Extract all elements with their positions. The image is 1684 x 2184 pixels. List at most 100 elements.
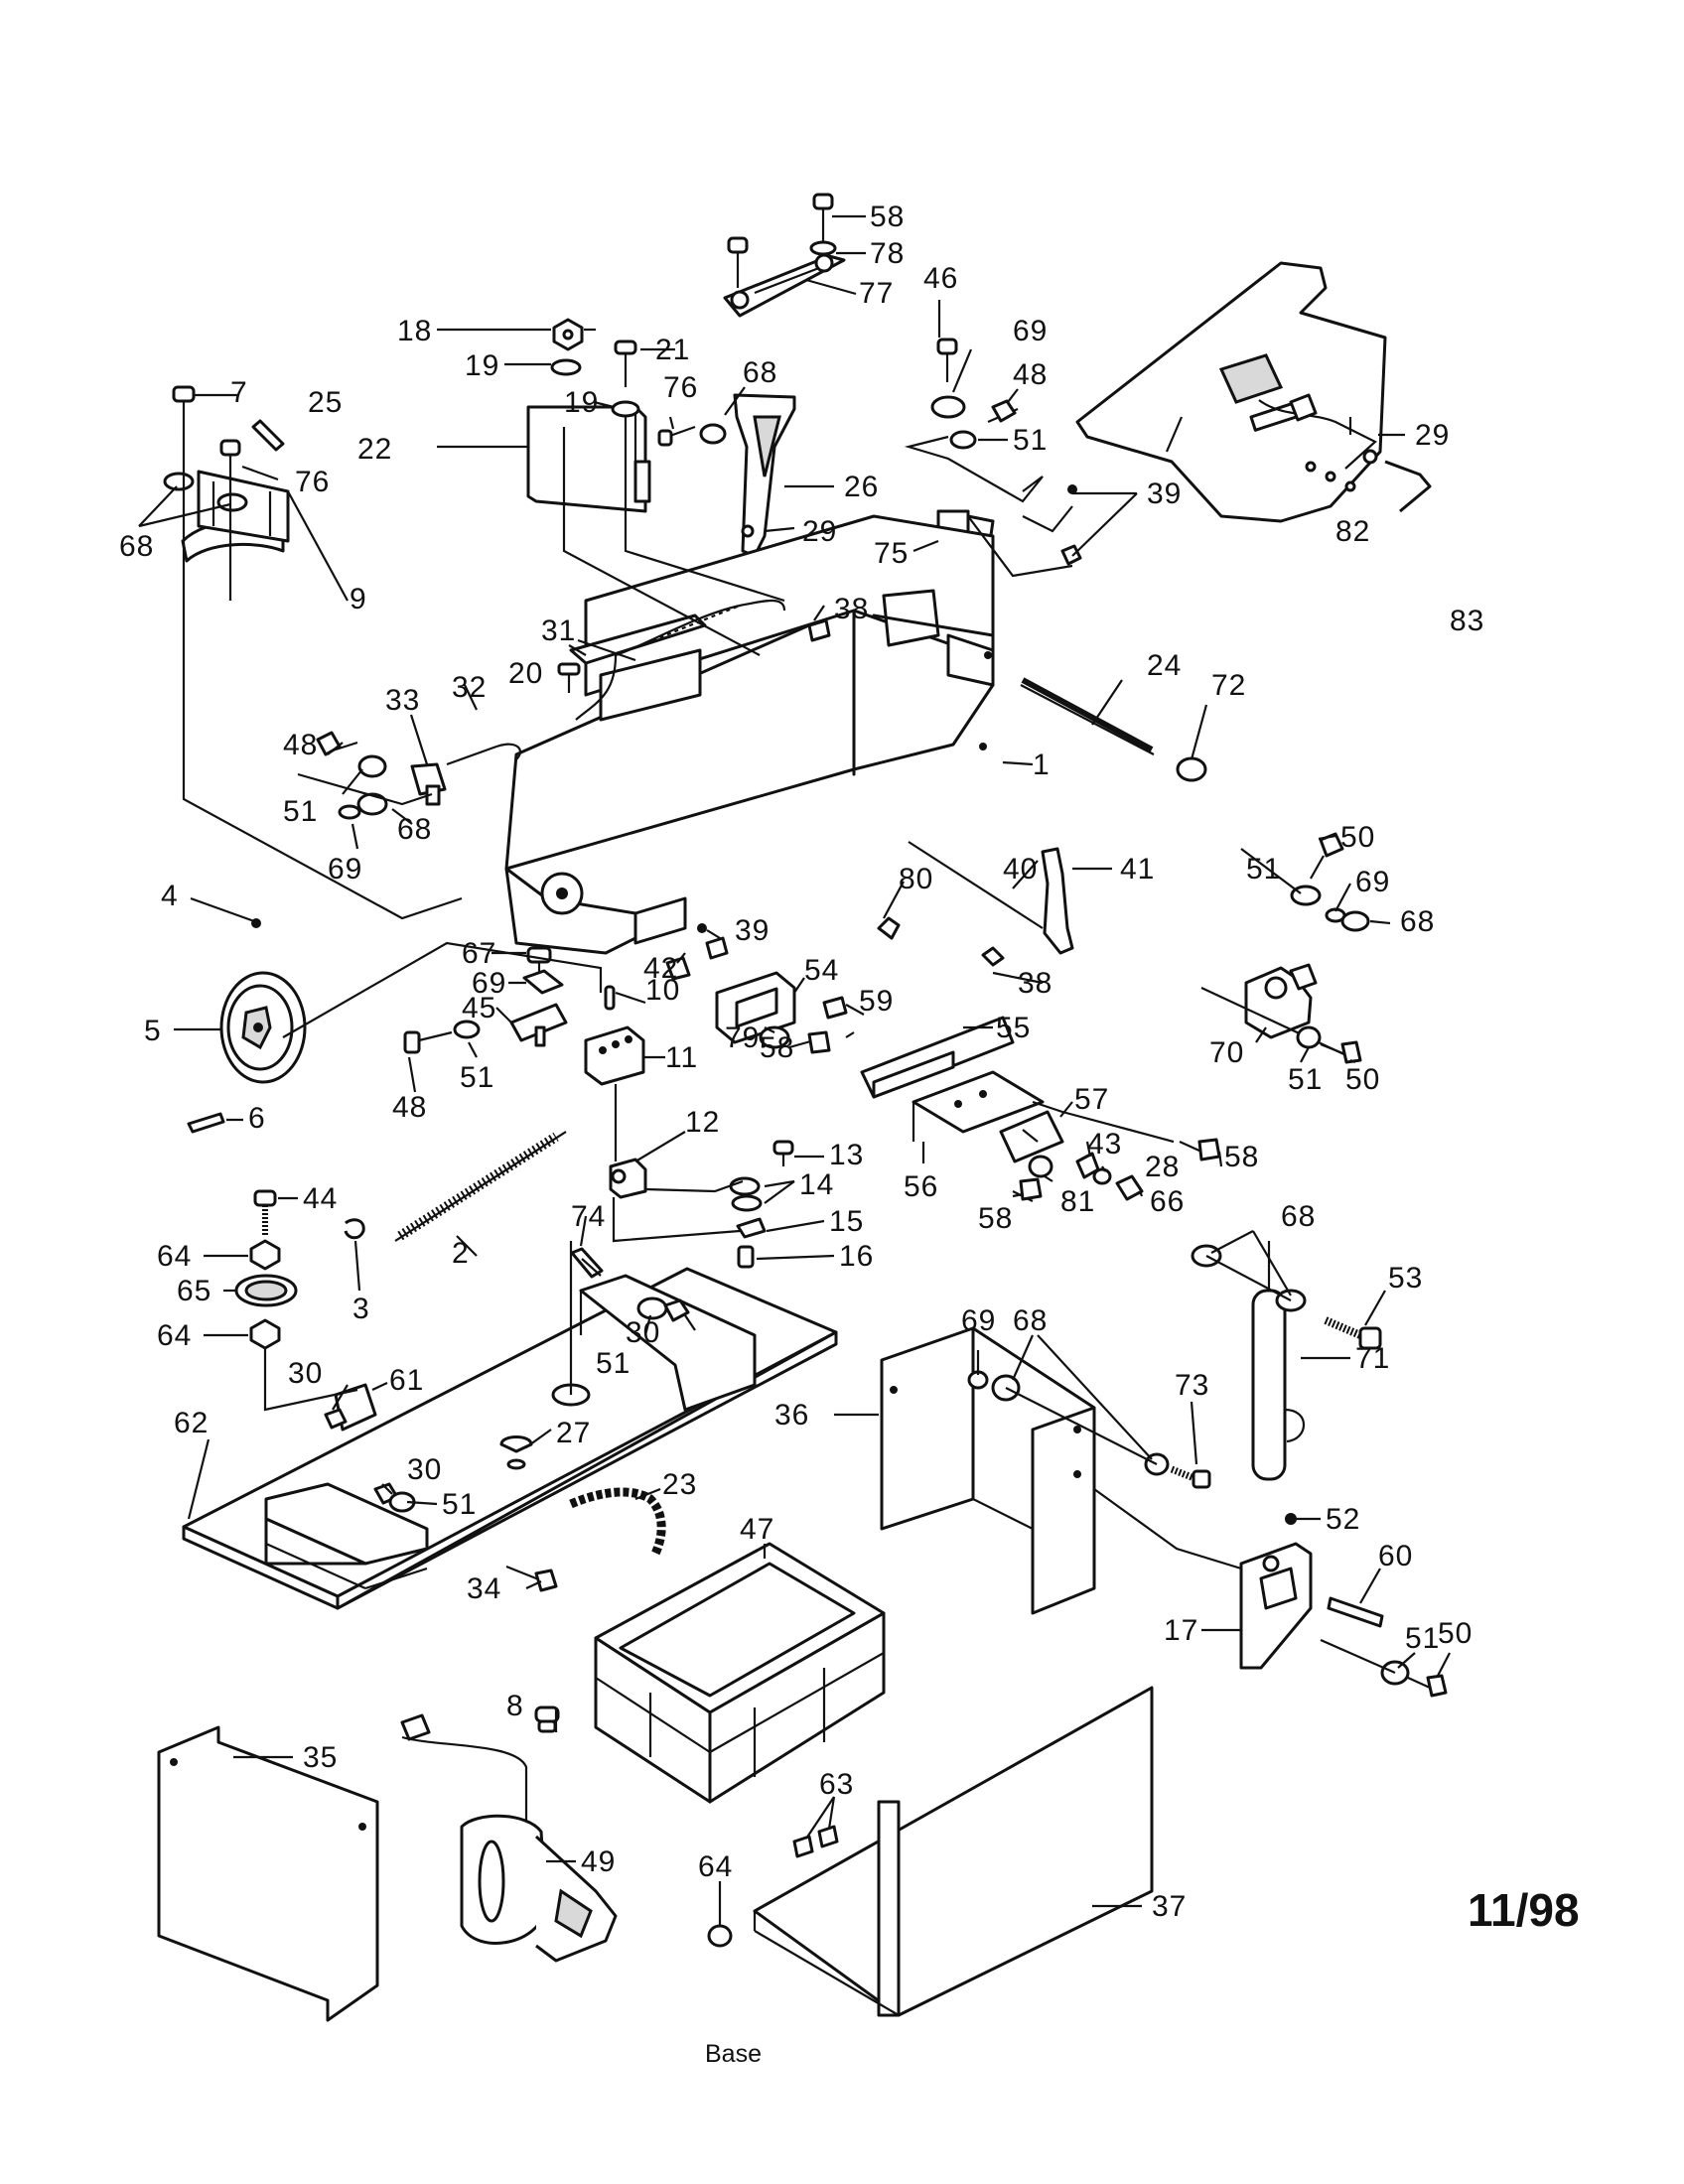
label-36: 36 <box>774 1399 809 1432</box>
nut-30-b <box>324 1408 348 1430</box>
bolt-73 <box>1170 1465 1211 1489</box>
bolt-76-top <box>657 425 696 447</box>
bracket-70 <box>1200 963 1351 1058</box>
label-3: 3 <box>352 1293 370 1325</box>
label-48b: 48 <box>283 729 318 761</box>
panel-36 <box>880 1326 1096 1615</box>
label-61: 61 <box>389 1364 424 1397</box>
label-81: 81 <box>1060 1185 1095 1218</box>
screw-58-right <box>1179 1138 1221 1161</box>
arm-26 <box>733 393 796 558</box>
label-80: 80 <box>899 863 933 895</box>
label-62: 62 <box>174 1407 209 1439</box>
bolt-46 <box>936 338 958 382</box>
label-10: 10 <box>645 974 680 1007</box>
label-68f: 68 <box>1013 1304 1048 1337</box>
tray-47 <box>594 1542 886 1804</box>
label-7: 7 <box>230 376 248 409</box>
washer-51-pan <box>636 1297 668 1320</box>
label-30a: 30 <box>626 1316 660 1349</box>
bolt-48-mid <box>403 1030 453 1054</box>
label-4: 4 <box>161 880 179 912</box>
rod-40 <box>908 841 1044 929</box>
nut-69-left <box>338 804 361 820</box>
handle-6 <box>187 1112 225 1134</box>
label-19b: 19 <box>564 386 599 419</box>
label-78: 78 <box>870 237 905 270</box>
pin-60 <box>1327 1596 1384 1628</box>
label-51b: 51 <box>283 795 318 828</box>
bolt-53 <box>1324 1316 1382 1350</box>
label-17: 17 <box>1164 1614 1198 1647</box>
nut-69-upper <box>930 395 966 419</box>
assembly-lines <box>182 417 1396 1675</box>
label-21: 21 <box>655 334 690 366</box>
washer-51-left <box>357 754 387 778</box>
label-65: 65 <box>177 1275 211 1307</box>
label-74: 74 <box>571 1200 606 1233</box>
screw-20 <box>557 662 581 693</box>
nut-64-c <box>707 1924 733 1948</box>
strap-23 <box>569 1487 666 1556</box>
lever-41 <box>1041 847 1074 955</box>
bolt-50-hinge <box>1407 1674 1448 1698</box>
label-63: 63 <box>819 1768 854 1801</box>
motor-49 <box>400 1713 618 1963</box>
washer-19-a <box>550 358 582 376</box>
handwheel-5 <box>219 971 307 1084</box>
label-51d: 51 <box>1246 853 1281 886</box>
bracket-77 <box>723 253 846 318</box>
label-58a: 58 <box>870 201 905 233</box>
label-79: 79 <box>725 1022 760 1054</box>
screw-left-77 <box>727 236 749 288</box>
label-2: 2 <box>452 1237 470 1270</box>
label-44: 44 <box>303 1182 338 1215</box>
label-72: 72 <box>1211 669 1246 702</box>
bolt-21 <box>614 340 637 387</box>
date-code: 11/98 <box>1468 1884 1580 1936</box>
part-labels: 1 2 3 4 5 6 7 8 9 10 11 12 13 14 15 16 1… <box>119 201 1484 1923</box>
washer-68-left-b <box>216 492 248 512</box>
pin-10 <box>604 985 616 1011</box>
label-41: 41 <box>1120 853 1155 886</box>
label-76a: 76 <box>663 371 698 404</box>
bolt-34 <box>505 1565 558 1592</box>
label-68c: 68 <box>397 813 432 846</box>
label-68e: 68 <box>1281 1200 1316 1233</box>
screw-58-mid <box>788 1030 831 1054</box>
label-38b: 38 <box>1018 967 1052 1000</box>
hook-32 <box>446 743 521 766</box>
screw-39-mid <box>697 923 729 960</box>
label-83: 83 <box>1450 605 1484 637</box>
label-69c: 69 <box>472 967 506 1000</box>
screw-13 <box>772 1140 794 1166</box>
label-59: 59 <box>859 985 894 1018</box>
washer-14-a <box>729 1176 761 1196</box>
nut-18 <box>552 318 584 351</box>
spring-31 <box>575 599 786 721</box>
label-58c: 58 <box>978 1202 1013 1235</box>
rod-24 <box>1020 677 1155 755</box>
washer-68-top <box>699 423 727 445</box>
label-15: 15 <box>829 1205 864 1238</box>
bolt-44 <box>253 1189 277 1236</box>
label-51f: 51 <box>596 1347 631 1380</box>
label-26: 26 <box>844 471 879 503</box>
washer-68-mid <box>356 792 388 816</box>
pin-38-lower <box>981 946 1005 967</box>
label-69a: 69 <box>1013 315 1048 347</box>
label-11: 11 <box>665 1041 698 1074</box>
washer-79 <box>759 1025 790 1049</box>
label-9: 9 <box>350 583 367 615</box>
label-64a: 64 <box>157 1240 192 1273</box>
label-25: 25 <box>308 386 343 419</box>
label-64b: 64 <box>157 1319 192 1352</box>
label-51a: 51 <box>1013 424 1048 457</box>
label-45: 45 <box>462 992 496 1024</box>
label-29b: 29 <box>1415 419 1450 452</box>
label-34: 34 <box>467 1572 501 1605</box>
label-58d: 58 <box>1224 1141 1259 1173</box>
label-1: 1 <box>1033 749 1051 781</box>
label-5: 5 <box>144 1015 162 1047</box>
